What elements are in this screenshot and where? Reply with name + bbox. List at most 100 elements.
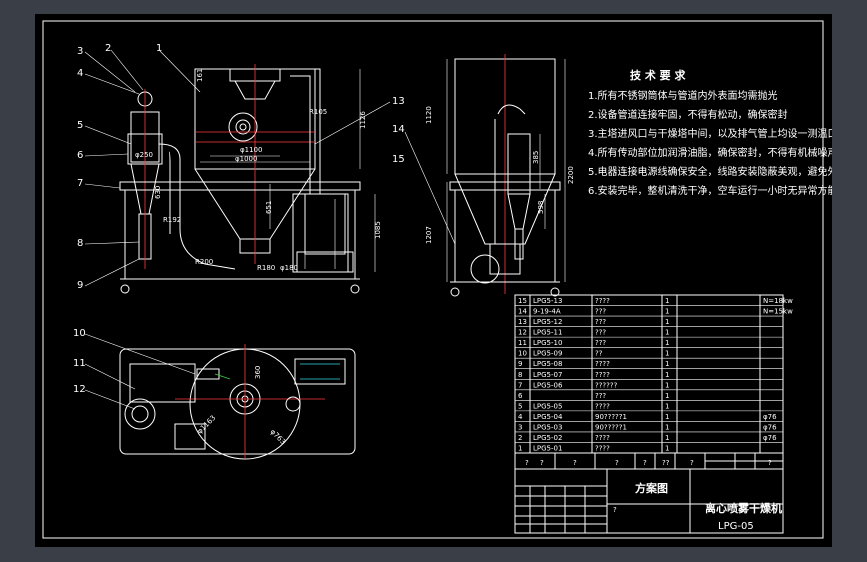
bom-header-3: ? <box>573 459 577 467</box>
callout-3: 3 <box>77 46 83 57</box>
bom-cell-name: ??? <box>595 308 606 316</box>
dim-d1207: 1207 <box>425 226 433 244</box>
bom-cell-name: ?? <box>595 350 603 358</box>
bom-header-2: ? <box>540 459 544 467</box>
callout-1: 1 <box>156 43 162 54</box>
bom-header-4: ? <box>615 459 619 467</box>
bom-cell-note: φ76 <box>763 413 777 421</box>
note-3: 3.主塔进风口与干燥塔中间，以及排气管上均设一测温口，如图 <box>588 127 832 140</box>
sign-marks: ? <box>613 506 617 514</box>
bom-cell-code: LPG5-08 <box>533 360 562 368</box>
top-frame <box>119 348 356 455</box>
callout-4: 4 <box>77 68 83 79</box>
bom-cell-code: LPG5-06 <box>533 381 563 389</box>
bom-cell-qty: 1 <box>665 413 669 421</box>
bom-cell-qty: 1 <box>665 339 669 347</box>
drawing-sheet: φ1100 φ1000 φ250 R192 R200 R180 φ180 R10… <box>35 14 832 547</box>
bom-cell-code: LPG5-09 <box>533 350 562 358</box>
bom-cell-code: LPG5-07 <box>533 371 562 379</box>
callout-6: 6 <box>77 150 83 161</box>
bom-cell-name: ?????? <box>595 381 618 389</box>
bom-cell-qty: 1 <box>665 445 669 453</box>
bom-cell-no: 10 <box>518 350 527 358</box>
bom-cell-name: 90?????1 <box>595 423 627 431</box>
dim-d180: φ180 <box>280 264 298 272</box>
bom-header-1: ? <box>525 459 529 467</box>
callout-13: 13 <box>392 96 405 107</box>
callout-5: 5 <box>77 120 83 131</box>
bom-cell-qty: 1 <box>665 434 669 442</box>
callout-11: 11 <box>73 358 86 369</box>
heater-box <box>292 193 349 273</box>
dim-d763: φ763 <box>269 428 287 446</box>
side-view: 1120 1207 2200 385 598 <box>404 54 575 297</box>
dim-d1120: 1120 <box>425 106 433 124</box>
bom-cell-name: 90?????1 <box>595 413 627 421</box>
dim-d1000: φ1000 <box>235 155 257 163</box>
bom-cell-name: ???? <box>595 434 610 442</box>
dim-d651: 651 <box>265 201 273 214</box>
callout-14: 14 <box>392 124 405 135</box>
bom-cell-no: 7 <box>518 381 522 389</box>
title-block: 方案图 离心喷雾干燥机 LPG-05 ? ? ? ? ? ?? ? ? ? <box>514 452 784 534</box>
bom-cell-name: ??? <box>595 339 606 347</box>
bom-cell-qty: 1 <box>665 360 669 368</box>
bom-cell-code: LPG5-05 <box>533 402 562 410</box>
bom-cell-name: ??? <box>595 392 606 400</box>
dim-d250: φ250 <box>135 151 153 159</box>
bom-cell-code: LPG5-10 <box>533 339 562 347</box>
bom-cell-no: 4 <box>518 413 523 421</box>
bom-cell-qty: 1 <box>665 402 669 410</box>
bom-cell-qty: 1 <box>665 350 669 358</box>
bom-cell-no: 12 <box>518 329 527 337</box>
note-5: 5.电器连接电源线确保安全，线路安装隐蔽美观，避免外露 <box>588 165 832 178</box>
bom-cell-name: ???? <box>595 360 610 368</box>
bom-header-5: ? <box>643 459 647 467</box>
dim-d2200: 2200 <box>567 166 575 184</box>
dim-r105: R105 <box>309 108 327 116</box>
dim-d161: 161 <box>196 69 204 82</box>
bom-cell-qty: 1 <box>665 381 669 389</box>
dim-r192: R192 <box>163 216 181 224</box>
dim-d1126: 1126 <box>359 111 367 129</box>
bom-cell-code: LPG5-13 <box>533 297 562 305</box>
bom-cell-note: φ76 <box>763 434 777 442</box>
bom-cell-note: N=18kw <box>763 297 793 305</box>
bom-cell-no: 11 <box>518 339 527 347</box>
bom-cell-note: φ76 <box>763 423 777 431</box>
bom-cell-qty: 1 <box>665 297 669 305</box>
top-view: φ1163 φ763 360 10 11 12 <box>73 328 356 460</box>
bom-cell-no: 3 <box>518 423 522 431</box>
callout-7: 7 <box>77 178 83 189</box>
bom-cell-no: 9 <box>518 360 522 368</box>
bom-cell-name: ??? <box>595 318 606 326</box>
bom-cell-no: 14 <box>518 308 527 316</box>
callout-10: 10 <box>73 328 86 339</box>
callout-12: 12 <box>73 384 86 395</box>
bom-cell-no: 5 <box>518 402 522 410</box>
bom-cell-name: ??? <box>595 329 606 337</box>
dim-d385: 385 <box>532 151 540 164</box>
callout-15: 15 <box>392 154 405 165</box>
bom-cell-qty: 1 <box>665 329 669 337</box>
note-1: 1.所有不锈钢筒体与管道内外表面均需抛光 <box>588 89 778 102</box>
note-4: 4.所有传动部位加润滑油脂，确保密封，不得有机械噪声 <box>588 146 832 159</box>
bom-cell-name: ???? <box>595 297 610 305</box>
bom-cell-qty: 1 <box>665 318 669 326</box>
bom-cell-no: 2 <box>518 434 522 442</box>
bom-cell-no: 15 <box>518 297 527 305</box>
model-number: LPG-05 <box>718 521 754 532</box>
bom-cell-no: 13 <box>518 318 527 326</box>
bom-header-6: ?? <box>662 459 670 467</box>
bom-cell-code: LPG5-04 <box>533 413 563 421</box>
bom-cell-qty: 1 <box>665 392 669 400</box>
dim-d360: 360 <box>254 366 262 379</box>
bom-cell-code: LPG5-11 <box>533 329 562 337</box>
callout-8: 8 <box>77 238 83 249</box>
bom-cell-code: LPG5-12 <box>533 318 562 326</box>
dim-r200: R200 <box>195 258 213 266</box>
scheme-title: 方案图 <box>635 481 668 495</box>
bom-cell-name: ???? <box>595 445 610 453</box>
